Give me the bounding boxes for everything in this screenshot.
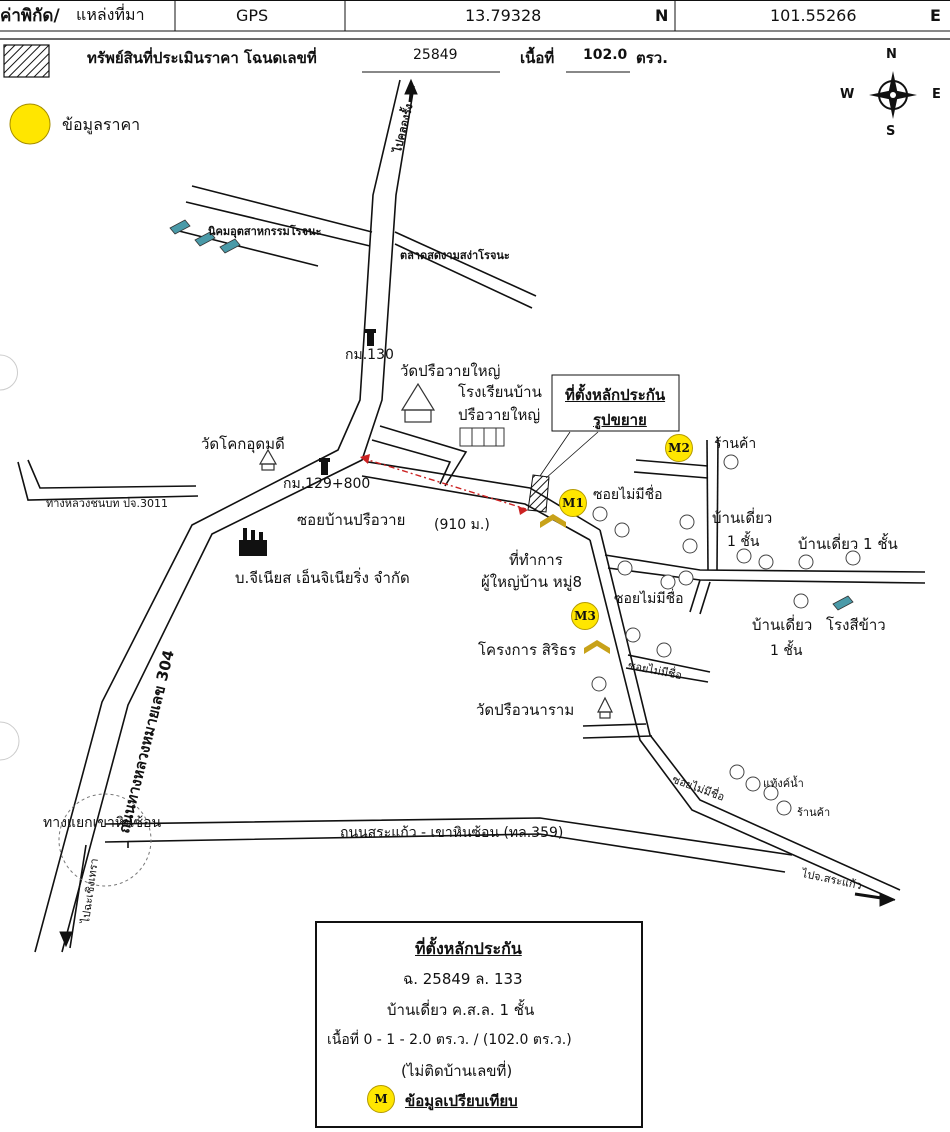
coordinate-header: ค่าพิกัด/ แหล่งที่มา GPS 13.79328 N 101.…	[0, 0, 950, 30]
label-school-line2: ปรือวายใหญ่	[458, 406, 541, 424]
compass-south: S	[886, 124, 896, 139]
label-highway-3011: ทางหลวงชนบท ปจ.3011	[46, 497, 168, 510]
label-house3-line1: บ้านเดี่ยว	[752, 616, 813, 634]
marker-m1: M1	[559, 489, 587, 517]
label-office-line1: ที่ทำการ	[509, 551, 563, 569]
label-school-line1: โรงเรียนบ้าน	[458, 383, 542, 401]
compass-west: W	[840, 87, 855, 102]
legend-no-address: (ไม่ติดบ้านเลขที่)	[401, 1062, 513, 1080]
legend-m-symbol: M	[367, 1085, 395, 1113]
callout-subtitle: รูปขยาย	[593, 411, 647, 429]
label-soi-preuwai: ซอยบ้านปรือวาย	[297, 511, 406, 529]
label-market: ตลาดสดงามสง่าโรจนะ	[400, 249, 510, 262]
label-water-tank: แท้งค์น้ำ	[763, 777, 804, 790]
source-value: GPS	[236, 5, 269, 25]
label-office-line2: ผู้ใหญ่บ้าน หมู่8	[481, 573, 583, 591]
factory-icon	[239, 528, 267, 556]
school-icon	[459, 427, 505, 447]
label-project-sirithorn: โครงการ สิริธร	[478, 641, 577, 659]
label-wat-preuwai-yai: วัดปรือวายใหญ่	[400, 362, 501, 380]
legend-deed: ฉ. 25849 ล. 133	[403, 970, 523, 988]
longitude-value: 101.55266	[770, 5, 857, 25]
latitude-value: 13.79328	[465, 5, 542, 25]
area-value: 102.0	[583, 47, 628, 63]
binder-holes	[0, 354, 20, 761]
industrial-building-icons	[169, 219, 854, 611]
house-icons	[591, 454, 861, 816]
compass-north: N	[886, 47, 897, 62]
label-house2: บ้านเดี่ยว 1 ชั้น	[798, 535, 898, 553]
subject-hatch-symbol	[3, 44, 50, 78]
label-km129: กม.129+800	[283, 476, 371, 492]
marker-m3: M3	[571, 602, 599, 630]
label-khao-hin-son-junction: ทางแยกเขาหินซ้อน	[43, 815, 162, 831]
latitude-direction: N	[655, 5, 669, 25]
legend-m-text: ข้อมูลเปรียบเทียบ	[405, 1092, 518, 1110]
label-house1-line2: 1 ชั้น	[727, 534, 760, 550]
label-distance: (910 ม.)	[434, 517, 490, 533]
label-km130: กม.130	[345, 347, 394, 363]
roads	[17, 79, 926, 953]
junction-circle	[58, 793, 152, 887]
label-house1-line1: บ้านเดี่ยว	[712, 509, 773, 527]
label-house3-line2: 1 ชั้น	[770, 643, 803, 659]
collateral-callout-box	[551, 374, 680, 432]
price-legend-circle	[9, 103, 51, 145]
label-gnes-company: บ.จีเนียส เอ็นจิเนียริ่ง จำกัด	[235, 569, 410, 587]
route-line	[360, 454, 528, 515]
direction-arrows	[59, 78, 896, 948]
longitude-direction: E	[930, 5, 941, 25]
collateral-plot	[527, 474, 550, 513]
price-legend-label: ข้อมูลราคา	[62, 115, 141, 134]
area-unit: ตรว.	[636, 49, 668, 67]
source-label: แหล่งที่มา	[76, 4, 145, 24]
label-shop2: ร้านค้า	[797, 806, 831, 819]
temple-icons	[258, 382, 613, 719]
compass-east: E	[932, 87, 941, 102]
coord-label: ค่าพิกัด/	[0, 5, 60, 26]
label-soi-unnamed2: ซอยไม่มีชื่อ	[614, 591, 684, 607]
label-road-359: ถนนสระแก้ว - เขาหินซ้อน (ทล.359)	[340, 825, 564, 841]
deed-number: 25849	[413, 47, 458, 63]
label-shop1: ร้านค้า	[714, 436, 757, 452]
label-wat-khok-udom: วัดโคกอุดมดี	[201, 435, 285, 453]
km-posts	[319, 329, 376, 475]
compass-rose	[869, 71, 917, 119]
legend-box: ที่ตั้งหลักประกัน ฉ. 25849 ล. 133 บ้านเด…	[315, 921, 643, 1128]
header-grid	[0, 0, 950, 73]
label-soi-unnamed1: ซอยไม่มีชื่อ	[593, 487, 663, 503]
marker-m2: M2	[665, 434, 693, 462]
office-icons	[540, 514, 610, 654]
legend-title: ที่ตั้งหลักประกัน	[415, 939, 522, 958]
legend-building: บ้านเดี่ยว ค.ส.ล. 1 ชั้น	[387, 1001, 535, 1019]
subject-label: ทรัพย์สินที่ประเมินราคา โฉนดเลขที่	[87, 49, 317, 67]
callout-title: ที่ตั้งหลักประกัน	[565, 386, 666, 404]
label-wat-preuwanaram: วัดปรือวนาราม	[476, 701, 575, 719]
label-rice-mill: โรงสีข้าว	[826, 616, 886, 634]
label-industrial-estate: นิคมอุตสาหกรรมโรจนะ	[208, 225, 322, 238]
area-label: เนื้อที่	[520, 49, 555, 67]
legend-area: เนื้อที่ 0 - 1 - 2.0 ตร.ว. / (102.0 ตร.ว…	[327, 1032, 572, 1048]
